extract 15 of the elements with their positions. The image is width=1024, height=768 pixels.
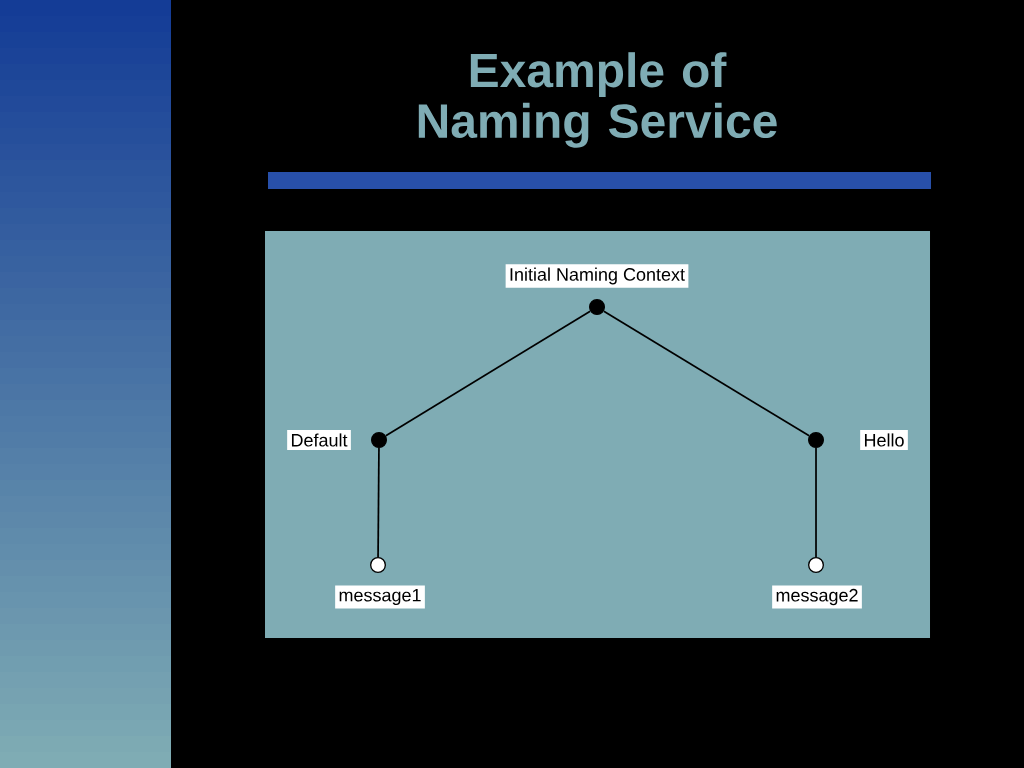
connector-line bbox=[384, 310, 592, 437]
node-label: Initial Naming Context bbox=[505, 264, 689, 288]
connector-line bbox=[602, 310, 811, 437]
dot bbox=[371, 432, 387, 448]
node-label: Default bbox=[287, 430, 351, 450]
connector-line bbox=[815, 447, 817, 558]
title: Example of Naming Service bbox=[418, 52, 777, 148]
dot bbox=[589, 299, 605, 315]
dot bbox=[370, 557, 386, 573]
connector-line bbox=[377, 447, 380, 558]
dot bbox=[808, 432, 824, 448]
node-label: message2 bbox=[772, 585, 862, 609]
dot bbox=[808, 557, 824, 573]
node-label: message1 bbox=[335, 585, 425, 609]
node-label: Hello bbox=[860, 430, 908, 450]
